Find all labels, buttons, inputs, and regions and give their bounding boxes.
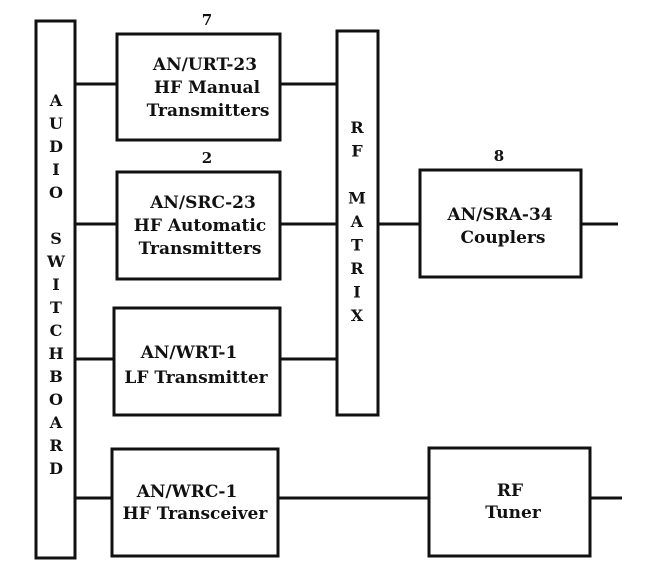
rf-matrix-letter: T <box>351 236 363 255</box>
rf-matrix-letter: F <box>351 142 363 161</box>
block-src23: 2 AN/SRC-23 HF Automatic Transmitters <box>115 149 282 281</box>
switchboard-letter: W <box>46 252 66 271</box>
rf-matrix-letter: X <box>351 306 364 325</box>
rf-matrix-letter: I <box>353 283 360 302</box>
switchboard-letter: D <box>49 137 63 156</box>
src23-desc-1: HF Automatic <box>134 216 266 236</box>
switchboard-letter: A <box>49 413 63 432</box>
switchboard-letter: R <box>49 436 63 455</box>
connections <box>75 82 622 500</box>
urt23-desc-2: Transmitters <box>147 101 270 121</box>
switchboard-letter: B <box>49 367 63 386</box>
urt23-quantity: 7 <box>202 11 212 29</box>
switchboard-letter: O <box>49 183 63 202</box>
sra34-model: AN/SRA-34 <box>446 205 552 225</box>
rf-matrix-letter: A <box>350 212 364 231</box>
switchboard-letter: T <box>50 298 62 317</box>
rf-matrix-letter: R <box>350 259 364 278</box>
switchboard-letter: I <box>52 275 59 294</box>
src23-desc-2: Transmitters <box>139 239 262 259</box>
switchboard-letter: C <box>50 321 63 340</box>
switchboard-letter: O <box>49 390 63 409</box>
sra34-desc: Couplers <box>461 228 546 248</box>
rftuner-line-1: RF <box>497 481 523 501</box>
block-wrc1: AN/WRC-1 HF Transceiver <box>110 447 280 558</box>
rf-matrix-letter: M <box>348 189 366 208</box>
wrt1-desc: LF Transmitter <box>124 368 268 388</box>
block-wrt1: AN/WRT-1 LF Transmitter <box>112 306 282 417</box>
switchboard-letter: H <box>48 344 63 363</box>
block-urt23: 7 AN/URT-23 HF Manual Transmitters <box>115 11 282 142</box>
src23-quantity: 2 <box>202 149 212 167</box>
rf-matrix-letter: R <box>350 118 364 137</box>
wrt1-model: AN/WRT-1 <box>140 343 238 363</box>
urt23-model: AN/URT-23 <box>152 55 257 75</box>
block-rf-tuner: RF Tuner <box>427 446 592 558</box>
switchboard-letter: D <box>49 459 63 478</box>
block-sra34: 8 AN/SRA-34 Couplers <box>418 147 583 279</box>
switchboard-letter: S <box>50 229 62 248</box>
sra34-quantity: 8 <box>494 147 504 165</box>
switchboard-letter: A <box>49 91 63 110</box>
urt23-desc-1: HF Manual <box>154 78 261 98</box>
switchboard-letter: I <box>52 160 59 179</box>
wrc1-desc: HF Transceiver <box>123 504 269 524</box>
src23-model: AN/SRC-23 <box>149 193 256 213</box>
wrc1-model: AN/WRC-1 <box>136 482 238 502</box>
switchboard-letter: U <box>49 114 63 133</box>
rftuner-line-2: Tuner <box>485 503 542 523</box>
